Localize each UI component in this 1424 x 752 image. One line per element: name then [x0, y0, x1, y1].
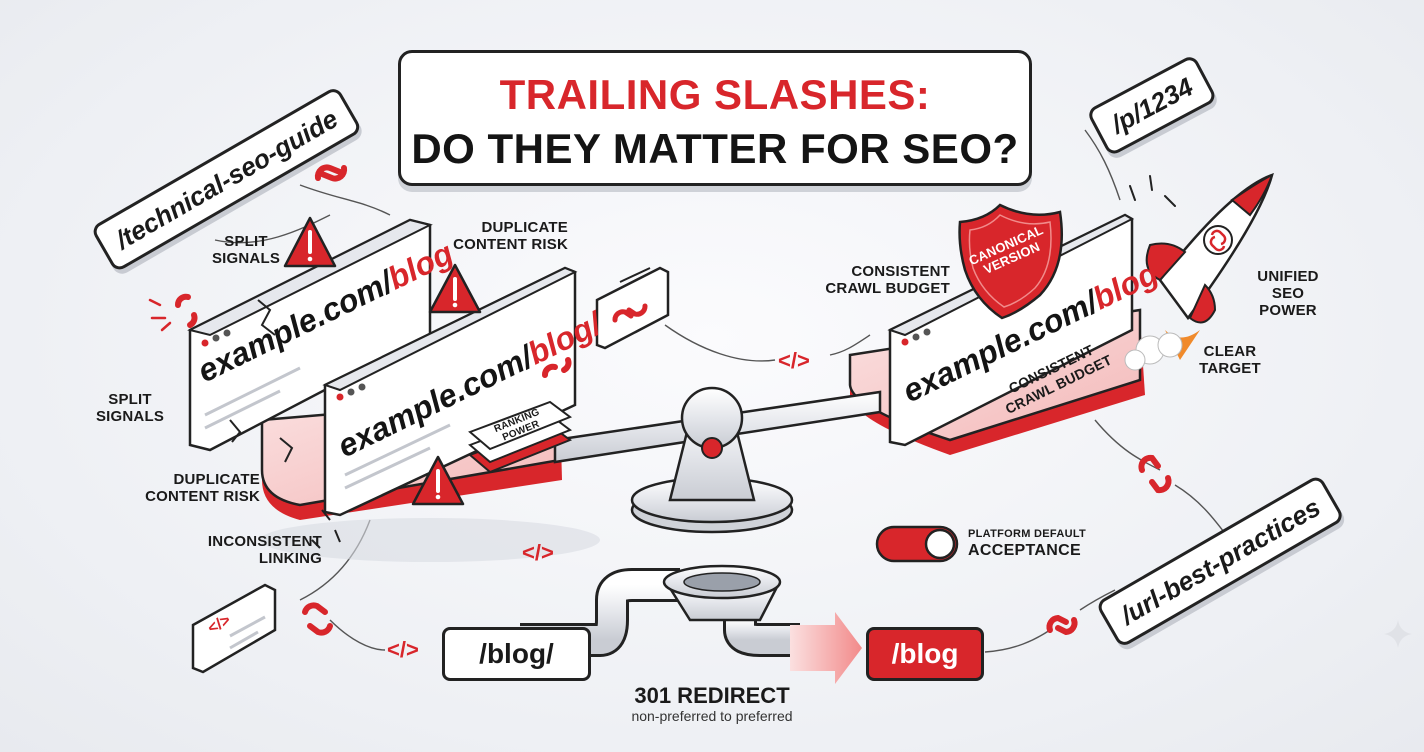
- code-icon: </>: [522, 540, 554, 565]
- broken-link-icon: [542, 357, 572, 378]
- label-split-signals-left: SPLIT SIGNALS: [95, 391, 165, 425]
- redirect-subtitle: non-preferred to preferred: [631, 708, 793, 724]
- browser-window-front: [322, 266, 578, 517]
- arrow-icon: [790, 612, 862, 684]
- label-split-signals-top: SPLIT SIGNALS: [211, 233, 281, 267]
- sparkle-icon: [1384, 620, 1412, 648]
- ranking-power-stack: [468, 400, 573, 474]
- label-duplicate-top: DUPLICATE CONTENT RISK: [453, 219, 568, 253]
- toggle-label-big: ACCEPTANCE: [968, 542, 1081, 559]
- redirect-title: 301 REDIRECT: [634, 683, 790, 708]
- crack-lines: [229, 299, 341, 549]
- toggle-icon: [875, 525, 959, 563]
- broken-link-icon: [148, 293, 198, 332]
- seesaw-fulcrum: [630, 386, 794, 534]
- code-icon: </>: [778, 348, 810, 373]
- chain-card: [595, 266, 670, 350]
- chain-link-icon: [1138, 454, 1172, 494]
- warning-icon: [283, 216, 337, 268]
- title-line-2: DO THEY MATTER FOR SEO?: [411, 125, 1019, 172]
- warning-icon: [411, 455, 465, 506]
- label-inconsistent-linking: INCONSISTENT LINKING: [207, 533, 322, 567]
- label-consistent-crawl: CONSISTENT CRAWL BUDGET: [825, 263, 950, 297]
- connector-lines: [214, 129, 1231, 653]
- title-line-1: TRAILING SLASHES:: [499, 71, 931, 118]
- shield-icon: [958, 203, 1064, 320]
- pipe-icon: [520, 564, 800, 657]
- browser-window-back: [187, 218, 433, 452]
- label-clear-target: CLEAR TARGET: [1199, 343, 1261, 377]
- code-icon: </>: [387, 637, 419, 662]
- smoke-cloud: [1124, 332, 1183, 371]
- redirect-from-box: /blog/: [442, 627, 591, 681]
- label-duplicate-left: DUPLICATE CONTENT RISK: [145, 471, 260, 505]
- code-card: [191, 583, 277, 674]
- chain-link-icon: [302, 602, 333, 636]
- chain-link-icon: [1046, 614, 1078, 636]
- warning-icon: [428, 263, 482, 314]
- toggle-label-small: PLATFORM DEFAULT: [968, 528, 1087, 540]
- chain-link-icon: [314, 164, 348, 182]
- title-card: TRAILING SLASHES: DO THEY MATTER FOR SEO…: [398, 50, 1032, 186]
- label-unified-seo-power: UNIFIED SEO POWER: [1257, 268, 1319, 319]
- redirect-to-box: /blog: [866, 627, 984, 681]
